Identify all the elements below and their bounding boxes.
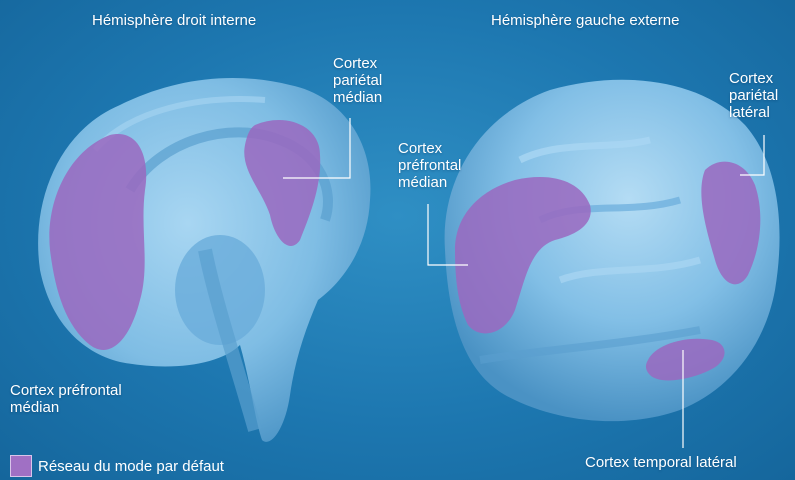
label-right-parietal: Cortex pariétal latéral (729, 70, 778, 121)
legend-label: Réseau du mode par défaut (38, 458, 224, 475)
label-right-prefrontal: Cortex préfrontal médian (398, 140, 461, 191)
right-hemisphere-title: Hémisphère gauche externe (491, 12, 679, 29)
legend: Réseau du mode par défaut (10, 455, 224, 477)
label-right-temporal: Cortex temporal latéral (585, 454, 737, 471)
label-left-parietal: Cortex pariétal médian (333, 55, 382, 106)
right-hemisphere (445, 80, 780, 421)
left-hemisphere-title: Hémisphère droit interne (92, 12, 256, 29)
legend-swatch (10, 455, 32, 477)
label-left-prefrontal: Cortex préfrontal médian (10, 382, 122, 416)
